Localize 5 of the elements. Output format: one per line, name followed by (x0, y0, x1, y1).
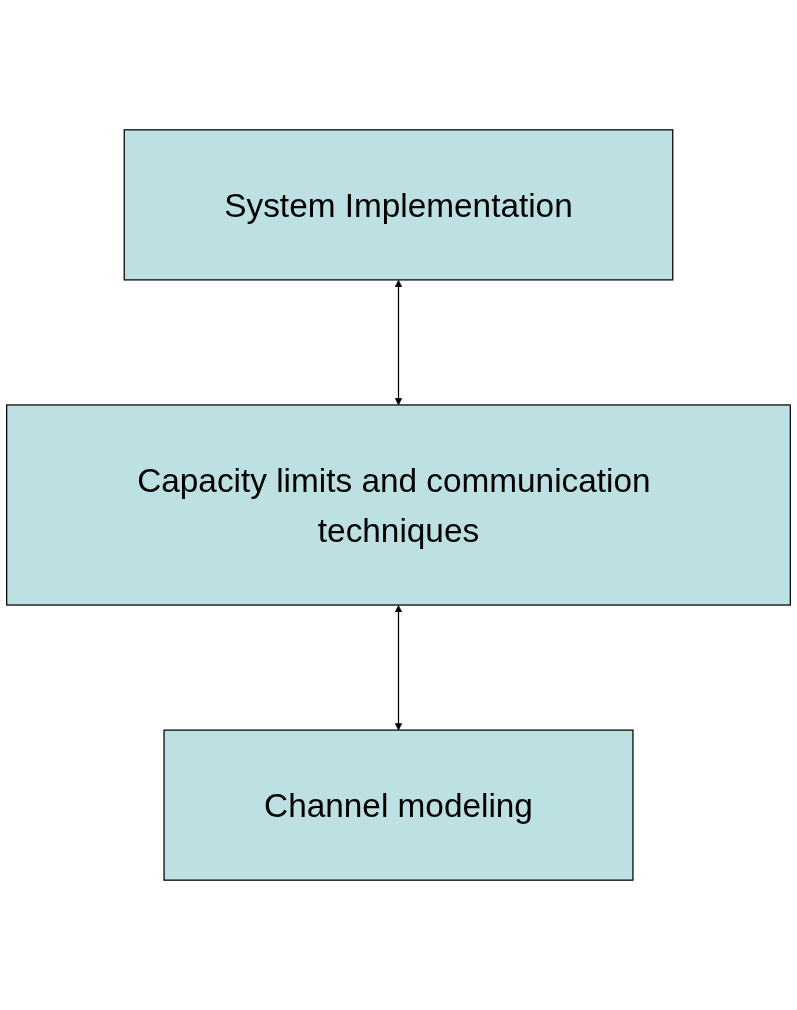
node-box: System Implementation (123, 129, 674, 281)
node-box: Capacity limits and communication techniques (6, 404, 791, 606)
arrow (394, 279, 403, 406)
node-box: Channel modeling (163, 729, 634, 881)
arrow (394, 605, 403, 731)
